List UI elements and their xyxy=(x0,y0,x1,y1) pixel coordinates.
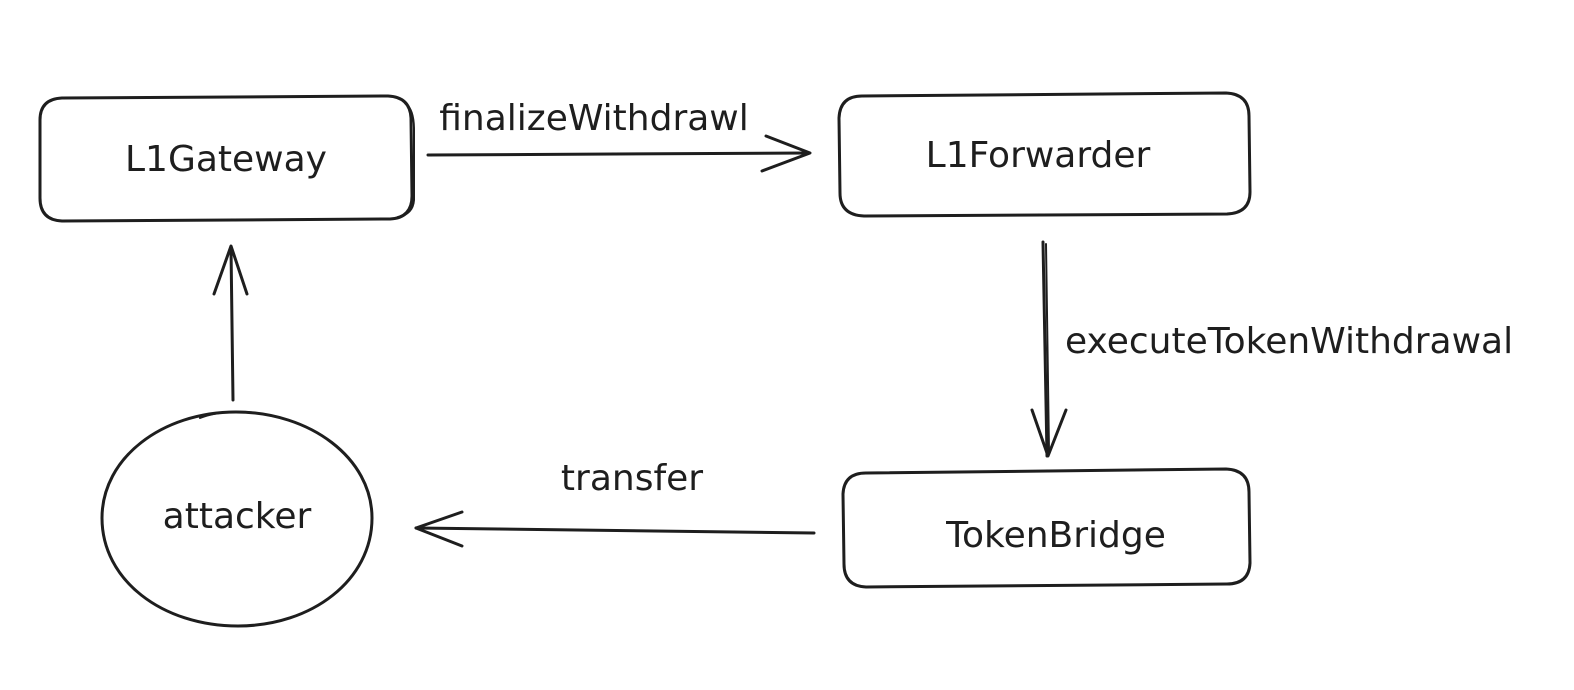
node-tokenbridge-border xyxy=(841,467,1252,589)
node-l1forwarder-border xyxy=(837,91,1252,218)
node-l1gateway[interactable]: L1Gateway xyxy=(38,94,415,223)
node-l1gateway-label: L1Gateway xyxy=(125,139,327,180)
node-attacker-border xyxy=(100,410,374,628)
node-tokenbridge[interactable]: TokenBridge xyxy=(841,467,1252,589)
node-l1forwarder-label: L1Forwarder xyxy=(926,135,1151,176)
edge-attacker-to-gateway-arrowhead xyxy=(212,244,249,296)
edge-forwarder-to-bridge-label: executeTokenWithdrawal xyxy=(1065,321,1513,362)
edge-forwarder-to-bridge-line-stroke2 xyxy=(1045,243,1050,453)
node-attacker-label: attacker xyxy=(163,496,312,537)
edge-forwarder-to-bridge-arrowhead xyxy=(1030,408,1068,458)
node-l1gateway-border-stroke2 xyxy=(397,103,415,218)
edge-bridge-to-attacker-line xyxy=(414,526,816,535)
node-attacker[interactable]: attacker xyxy=(100,410,374,628)
edge-bridge-to-attacker-arrowhead xyxy=(414,510,464,548)
edge-gateway-to-forwarder-line xyxy=(426,151,810,157)
edge-attacker-to-gateway-line xyxy=(229,246,235,402)
edge-forwarder-to-bridge-line xyxy=(1041,240,1049,458)
edge-gateway-to-forwarder: finalizeWithdrawl xyxy=(426,98,812,173)
edge-attacker-to-gateway xyxy=(212,244,249,402)
node-attacker-border-stroke2 xyxy=(199,410,273,419)
edge-forwarder-to-bridge: executeTokenWithdrawal xyxy=(1030,240,1513,458)
edge-gateway-to-forwarder-label: finalizeWithdrawl xyxy=(439,98,749,139)
node-l1forwarder[interactable]: L1Forwarder xyxy=(837,91,1252,218)
edge-bridge-to-attacker-label: transfer xyxy=(561,458,703,499)
edge-bridge-to-attacker: transfer xyxy=(414,458,816,548)
edge-gateway-to-forwarder-arrowhead xyxy=(760,134,812,173)
node-tokenbridge-label: TokenBridge xyxy=(945,515,1166,556)
